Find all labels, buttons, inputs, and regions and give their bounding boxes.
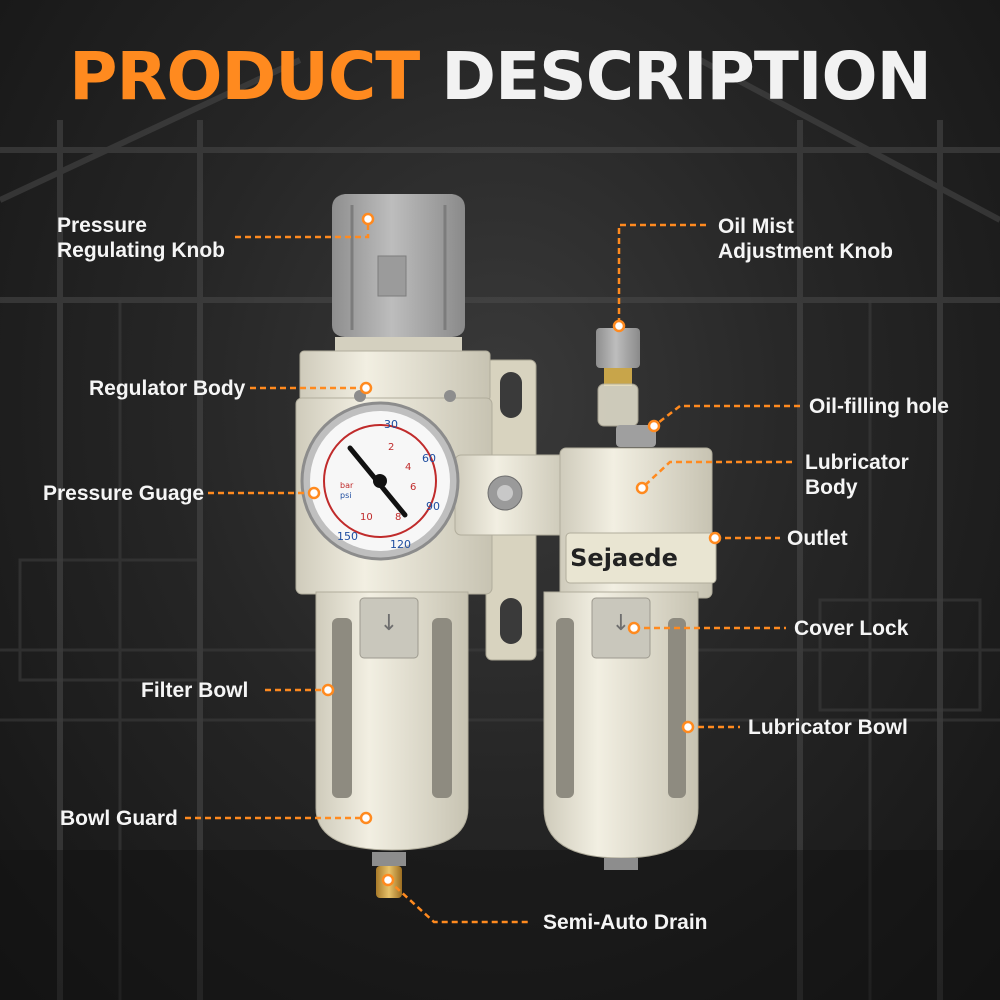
gauge-tick-120: 120	[390, 538, 411, 551]
svg-text:↓: ↓	[380, 611, 398, 636]
gauge-unit-psi: psi	[340, 491, 351, 500]
lubricator-body: Sejaede	[559, 447, 717, 599]
page-title: PRODUCT DESCRIPTION	[0, 38, 1000, 115]
label-line-2: Regulating Knob	[57, 239, 225, 262]
label-lubricator-body: Lubricator Body	[805, 450, 909, 500]
pressure-regulating-knob	[332, 194, 465, 351]
label-line-1: Pressure	[57, 214, 147, 237]
label-line-1: Lubricator	[805, 451, 909, 474]
gauge-tick-60: 60	[422, 452, 436, 465]
label-bowl-guard: Bowl Guard	[60, 807, 178, 830]
filter-bowl: ↓	[315, 591, 469, 851]
label-outlet: Outlet	[787, 527, 848, 550]
semi-auto-drain	[372, 852, 406, 898]
gauge-inner-4: 4	[405, 462, 411, 473]
oil-filling-hole	[616, 425, 656, 447]
title-word-description: DESCRIPTION	[441, 38, 932, 115]
gauge-tick-30: 30	[384, 418, 398, 431]
gauge-tick-150: 150	[337, 530, 358, 543]
label-regulator-body: Regulator Body	[89, 377, 246, 400]
label-line-2: Adjustment Knob	[718, 240, 893, 263]
label-line-1: Oil Mist	[718, 215, 794, 238]
pressure-gauge: 30 60 90 120 150 2 4 6 8 10 bar psi	[300, 401, 460, 561]
label-filter-bowl: Filter Bowl	[141, 679, 249, 702]
title-word-product: PRODUCT	[69, 38, 420, 115]
label-cover-lock: Cover Lock	[794, 617, 909, 640]
svg-text:↓: ↓	[612, 611, 630, 636]
gauge-inner-6: 6	[410, 482, 416, 493]
label-pressure-regulating-knob: Pressure Regulating Knob	[57, 213, 225, 263]
label-oil-mist-adjustment-knob: Oil Mist Adjustment Knob	[718, 214, 893, 264]
gauge-inner-8: 8	[395, 512, 401, 523]
lubricator-bowl: ↓	[543, 591, 699, 870]
label-pressure-gauge: Pressure Guage	[43, 482, 205, 505]
label-semi-auto-drain: Semi-Auto Drain	[543, 911, 708, 934]
gauge-tick-90: 90	[426, 500, 440, 513]
connector-block	[454, 454, 576, 536]
gauge-inner-10: 10	[360, 512, 373, 523]
gauge-unit-bar: bar	[340, 481, 354, 490]
label-line-2: Body	[805, 476, 858, 499]
oil-mist-adjustment-knob	[596, 328, 640, 427]
label-oil-filling-hole: Oil-filling hole	[809, 395, 949, 418]
brand-label: Sejaede	[570, 544, 678, 572]
gauge-inner-2: 2	[388, 442, 394, 453]
label-lubricator-bowl: Lubricator Bowl	[748, 716, 908, 739]
